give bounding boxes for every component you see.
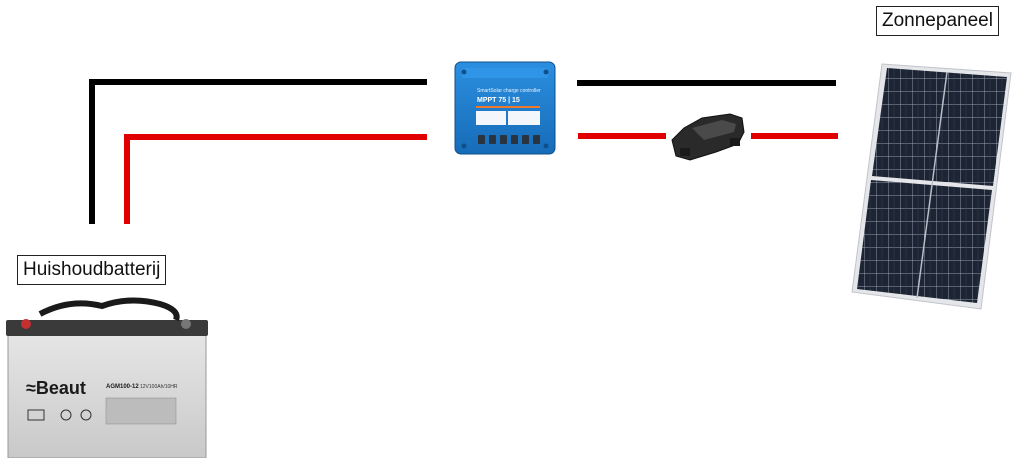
panel-label: Zonnepaneel: [876, 6, 999, 36]
battery-model-text: AGM100-12: [106, 384, 139, 390]
battery-label: Huishoudbatterij: [17, 255, 167, 285]
charge-controller-icon: SmartSolar charge controller MPPT 75 | 1…: [454, 61, 556, 155]
battery-brand-text: ≈Beaut: [26, 378, 86, 398]
solar-panel-icon: [851, 63, 1012, 310]
positive-wire-battery-controller: [124, 134, 427, 224]
inline-fuse-holder-icon: [671, 113, 745, 161]
battery-icon: ≈Beaut AGM100-12 12V100Ah/10HR: [6, 297, 208, 458]
positive-wire: [124, 133, 838, 224]
controller-brand-text: SmartSolar charge controller: [477, 88, 541, 94]
negative-wire-battery-controller: [89, 79, 427, 224]
negative-wire: [89, 79, 836, 224]
controller-model-text: MPPT 75 | 15: [477, 97, 520, 104]
battery-spec-text: 12V100Ah/10HR: [140, 384, 178, 390]
